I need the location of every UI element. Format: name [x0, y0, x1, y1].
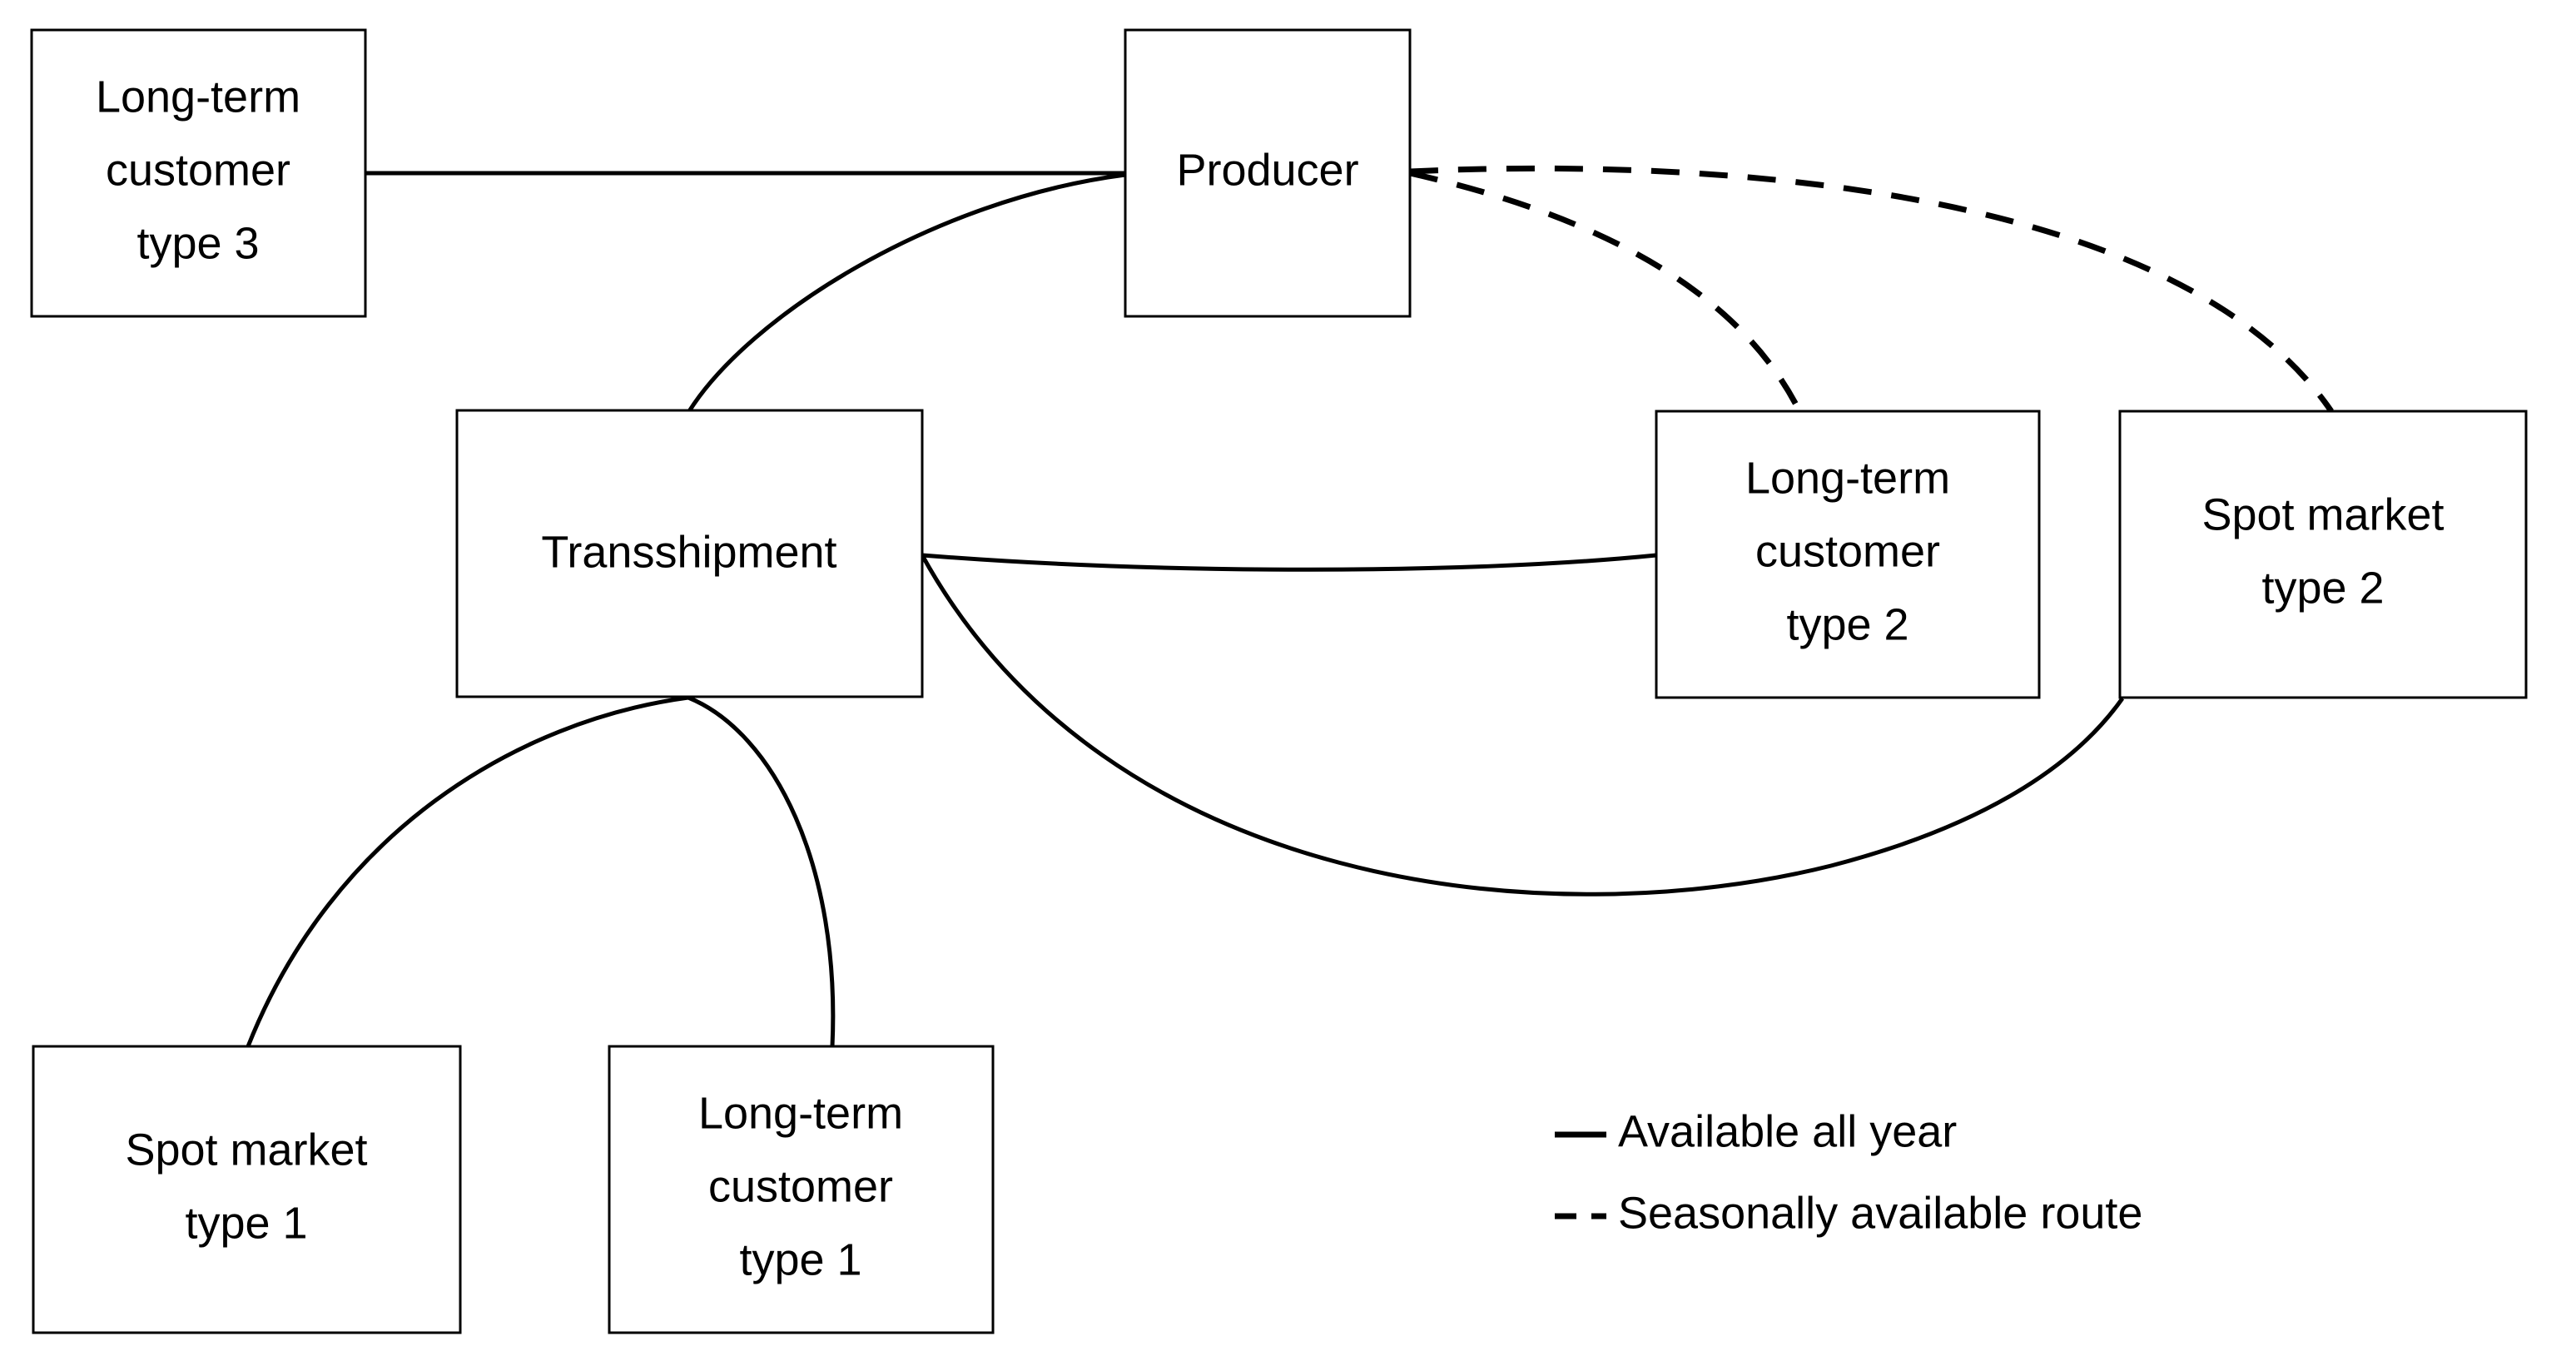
edge-transshipment-ltc2: [921, 553, 1657, 572]
edge-transshipment-producer: [687, 172, 1126, 413]
node-label-ltc2-line3: type 2: [1786, 599, 1908, 649]
node-label-spot1-line1: Spot market: [125, 1125, 367, 1175]
node-label-ltc1-line3: type 1: [739, 1234, 861, 1284]
node-box-producer[interactable]: [1124, 28, 1412, 318]
node-box-spot2[interactable]: [2118, 410, 2528, 699]
node-label-transshipment: Transshipment: [541, 527, 836, 577]
node-label-ltc3-line1: Long-term: [96, 72, 300, 122]
node-label-ltc1-line2: customer: [708, 1161, 893, 1211]
legend-item-seasonally-available-route: Seasonally available route: [1555, 1188, 2142, 1238]
node-spot-market-type-1[interactable]: Spot market type 1: [32, 1045, 462, 1334]
node-box-transshipment[interactable]: [455, 409, 924, 698]
node-box-ltc2[interactable]: [1655, 410, 2041, 699]
node-label-spot1-line2: type 1: [185, 1198, 307, 1248]
legend-item-available-all-year: Available all year: [1555, 1106, 1957, 1156]
node-long-term-customer-type-3[interactable]: Long-term customer type 3: [30, 28, 367, 318]
node-box-ltc3[interactable]: [30, 28, 367, 318]
node-long-term-customer-type-2[interactable]: Long-term customer type 2: [1655, 410, 2041, 699]
legend-label-available-all-year: Available all year: [1618, 1106, 1957, 1156]
node-label-ltc3-line2: customer: [106, 145, 290, 195]
node-label-ltc2-line1: Long-term: [1745, 453, 1950, 503]
legend-label-seasonally-available-route: Seasonally available route: [1618, 1188, 2142, 1238]
edge-transshipment-ltc1: [687, 695, 836, 1047]
node-label-ltc2-line2: customer: [1755, 526, 1940, 576]
edge-transshipment-spot1: [246, 695, 689, 1047]
node-producer[interactable]: Producer: [1124, 28, 1412, 318]
node-label-producer: Producer: [1176, 145, 1358, 195]
node-box-spot1[interactable]: [32, 1045, 462, 1334]
legend: Available all year Seasonally available …: [1555, 1106, 2142, 1238]
node-label-spot2-line1: Spot market: [2201, 489, 2444, 539]
node-label-spot2-line2: type 2: [2261, 563, 2384, 613]
node-label-ltc1-line1: Long-term: [698, 1088, 903, 1138]
edge-producer-ltc2: [1409, 170, 1803, 413]
edge-transshipment-spot2: [920, 554, 2125, 897]
edge-producer-spot2: [1409, 165, 2334, 413]
node-box-ltc1[interactable]: [608, 1045, 995, 1334]
node-spot-market-type-2[interactable]: Spot market type 2: [2118, 410, 2528, 699]
node-long-term-customer-type-1[interactable]: Long-term customer type 1: [608, 1045, 995, 1334]
node-transshipment[interactable]: Transshipment: [455, 409, 924, 698]
node-label-ltc3-line3: type 3: [136, 218, 259, 268]
